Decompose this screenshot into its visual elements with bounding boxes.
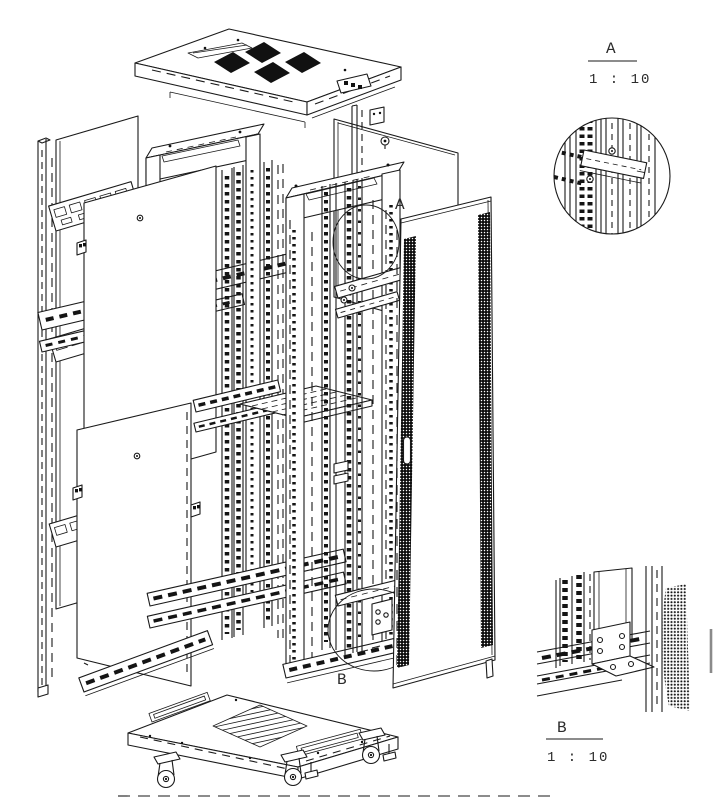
base-slot <box>148 691 211 723</box>
detail-b-bracket <box>591 621 655 677</box>
detail-callout-circle-a <box>332 204 400 280</box>
top-connector <box>336 73 372 94</box>
door-foot <box>485 658 494 679</box>
front-door-panel <box>392 196 496 689</box>
detail-view-a: A 1 : 10 <box>553 40 671 235</box>
panel-clip <box>72 484 83 501</box>
mounting-rail <box>311 178 374 658</box>
door-perforation <box>478 212 493 648</box>
detail-b-door-edge <box>645 566 713 712</box>
door-lock <box>380 136 390 149</box>
panel-clip <box>190 501 201 518</box>
door-mesh <box>661 584 690 711</box>
top-cover-panel <box>134 28 402 128</box>
door-handle <box>402 436 412 465</box>
rear-left-post <box>37 137 53 698</box>
fan-vent <box>214 42 321 83</box>
chassis-base <box>118 691 556 797</box>
panel-clip <box>76 239 87 256</box>
detail-a-letter: A <box>606 40 616 58</box>
cable-slot <box>187 42 253 59</box>
detail-view-b: B 1 : 10 <box>536 566 713 766</box>
crossbar <box>78 630 215 697</box>
callout-a-label: A <box>395 196 405 214</box>
detail-b-scale: 1 : 10 <box>547 750 609 766</box>
detail-b-letter: B <box>557 719 567 737</box>
rail-bracket <box>334 262 422 319</box>
detail-a-scale: 1 : 10 <box>589 72 651 88</box>
callout-b-label: B <box>337 671 347 689</box>
caster-wheel <box>153 751 181 789</box>
detail-a-bracket <box>579 149 648 184</box>
